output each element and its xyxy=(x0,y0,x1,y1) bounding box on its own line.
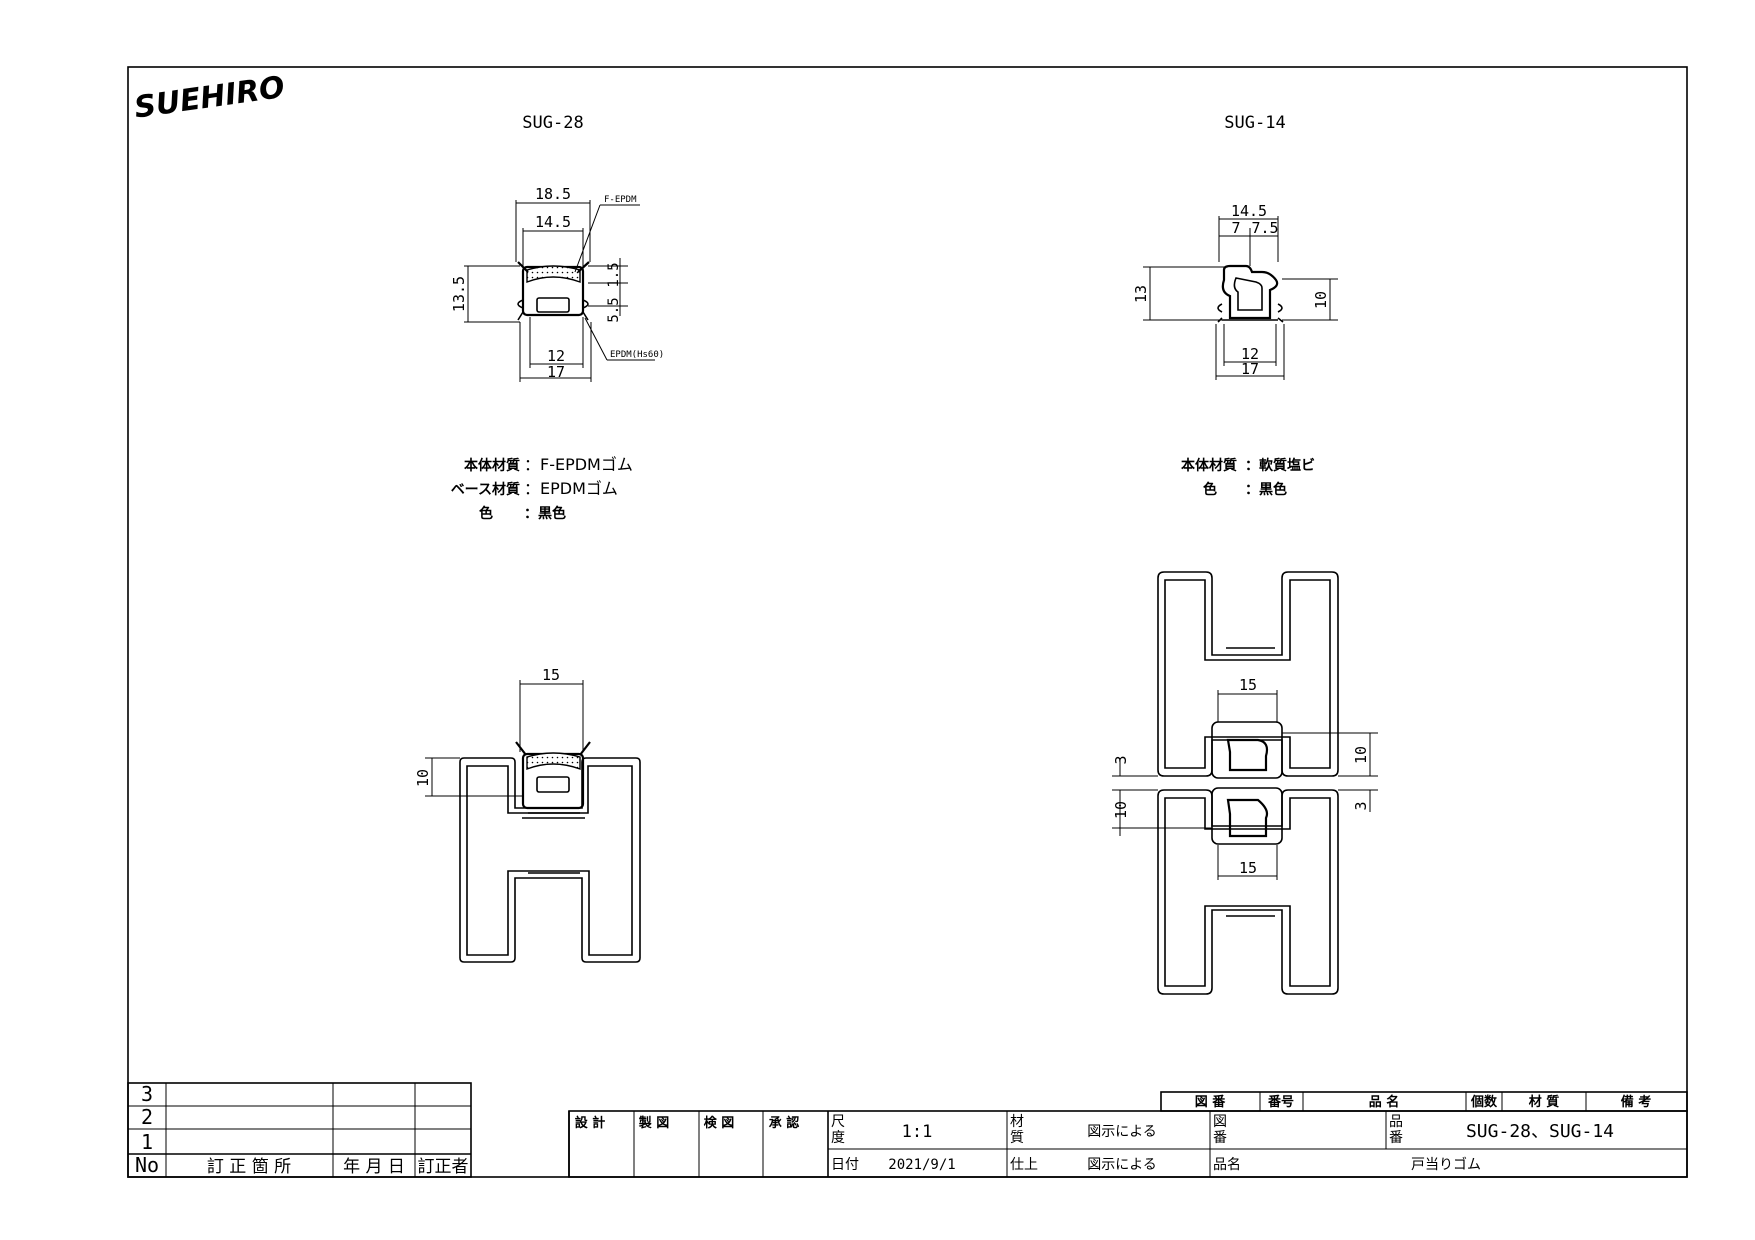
dim-sug14-right-h: 10 xyxy=(1312,291,1330,309)
parts-header-remarks: 備 考 xyxy=(1621,1094,1652,1110)
logo-text: SUEHIRO xyxy=(132,70,287,126)
approval-design: 設 計 xyxy=(575,1115,606,1131)
spec-value: ：軟質塩ビ xyxy=(1245,457,1315,474)
spec-label: 本体材質 xyxy=(1181,457,1237,474)
drawing-no-label-2: 番 xyxy=(1213,1130,1227,1146)
spec-label: 本体材質 xyxy=(464,457,520,474)
material-label-1: 材 xyxy=(1010,1114,1024,1130)
scale-value: 1:1 xyxy=(902,1122,933,1142)
revision-row-3: 3 xyxy=(141,1082,153,1106)
parts-header-qty: 個数 xyxy=(1470,1094,1498,1110)
revision-header-date: 年 月 日 xyxy=(343,1157,405,1177)
dim-sug14-top-outer: 14.5 xyxy=(1231,202,1267,220)
finish-value: 図示による xyxy=(1087,1157,1157,1173)
dim-sug14-bottom-inner: 12 xyxy=(1241,345,1259,363)
material-value: 図示による xyxy=(1087,1124,1157,1140)
title-block: 図 番 番号 品 名 個数 材 質 備 考 設 計 製 図 検 図 承 認 尺 … xyxy=(568,1091,1688,1178)
dim-sug14-top-a: 7 xyxy=(1231,219,1240,237)
callout-f-epdm: F-EPDM xyxy=(604,195,637,205)
parts-header-name: 品 名 xyxy=(1369,1094,1400,1110)
finish-label: 仕上 xyxy=(1010,1157,1038,1173)
product-name-label: 品名 xyxy=(1213,1157,1241,1173)
spec-value: ：EPDMゴム xyxy=(524,479,618,498)
dim-sug28-bottom-outer: 17 xyxy=(547,363,565,381)
material-label-2: 質 xyxy=(1010,1130,1024,1146)
revision-header-place: 訂 正 箇 所 xyxy=(207,1157,291,1177)
product-no-label-1: 品 xyxy=(1389,1114,1403,1130)
scale-label-1: 尺 xyxy=(831,1114,845,1130)
approval-drafting: 製 図 xyxy=(638,1115,670,1131)
dim-sug28-install-width: 15 xyxy=(542,666,560,684)
dim-sug14-gap-r1: 10 xyxy=(1352,746,1370,764)
dim-sug14-install-w-top: 15 xyxy=(1239,676,1257,694)
approval-approve: 承 認 xyxy=(769,1115,800,1131)
revision-row-1: 1 xyxy=(141,1130,153,1154)
dim-sug14-gap-l2: 10 xyxy=(1112,801,1130,819)
spec-value: ：黒色 xyxy=(524,505,566,522)
date-label: 日付 xyxy=(831,1157,859,1173)
approval-check: 検 図 xyxy=(704,1115,735,1131)
product-no-label-2: 番 xyxy=(1389,1130,1403,1146)
sug28-profile: 18.5 14.5 13.5 1.5 5.5 12 17 F-EPDM EPDM… xyxy=(450,185,664,382)
title-sug14: SUG-14 xyxy=(1224,113,1285,133)
dim-sug28-top-inner: 14.5 xyxy=(535,213,571,231)
dim-sug28-height: 13.5 xyxy=(450,276,468,312)
product-no-value: SUG-28、SUG-14 xyxy=(1466,1121,1614,1142)
spec-label: 色 xyxy=(1203,481,1217,498)
dim-sug28-base: 5.5 xyxy=(606,297,622,322)
revision-table: 3 2 1 No 訂 正 箇 所 年 月 日 訂正者 xyxy=(127,1082,472,1178)
parts-header-drawing-no: 図 番 xyxy=(1195,1094,1227,1110)
dim-sug28-top-outer: 18.5 xyxy=(535,185,571,203)
dim-sug14-bottom-outer: 17 xyxy=(1241,360,1259,378)
dim-sug14-height: 13 xyxy=(1132,285,1150,303)
parts-header-number: 番号 xyxy=(1267,1094,1294,1110)
dim-sug28-install-gap: 10 xyxy=(414,769,432,787)
callout-epdm-hs60: EPDM(Hs60) xyxy=(610,350,664,360)
dim-sug28-lip: 1.5 xyxy=(606,262,622,287)
revision-row-2: 2 xyxy=(141,1105,153,1129)
drawing-no-label-1: 図 xyxy=(1213,1114,1227,1130)
sug28-installation: 15 10 xyxy=(414,666,641,963)
sug14-profile: 14.5 7 7.5 13 10 12 17 xyxy=(1132,202,1338,380)
spec-value: ：黒色 xyxy=(1245,481,1287,498)
parts-header-material: 材 質 xyxy=(1529,1094,1560,1110)
sug14-specs: 本体材質 ：軟質塩ビ 色 ：黒色 xyxy=(1181,457,1315,498)
dim-sug14-top-b: 7.5 xyxy=(1251,219,1278,237)
date-value: 2021/9/1 xyxy=(888,1157,955,1173)
sug14-installation: 15 15 3 10 10 3 xyxy=(1112,571,1378,995)
title-sug28: SUG-28 xyxy=(522,113,583,133)
scale-label-2: 度 xyxy=(831,1130,845,1146)
revision-header-no: No xyxy=(135,1153,159,1177)
suehiro-logo: SUEHIRO xyxy=(132,70,287,126)
dim-sug14-gap-r2: 3 xyxy=(1352,801,1370,810)
spec-value: ：F-EPDMゴム xyxy=(524,455,633,474)
drawing-border xyxy=(127,66,1688,1178)
dim-sug14-install-w-bottom: 15 xyxy=(1239,859,1257,877)
sug28-specs: 本体材質 ：F-EPDMゴム ベース材質 ：EPDMゴム 色 ：黒色 xyxy=(451,455,633,522)
product-name-value: 戸当りゴム xyxy=(1411,1156,1481,1173)
dim-sug28-bottom-inner: 12 xyxy=(547,347,565,365)
spec-label: ベース材質 xyxy=(451,481,520,498)
spec-label: 色 xyxy=(479,505,493,522)
revision-header-by: 訂正者 xyxy=(418,1157,469,1177)
dim-sug14-gap-l1: 3 xyxy=(1112,755,1130,764)
